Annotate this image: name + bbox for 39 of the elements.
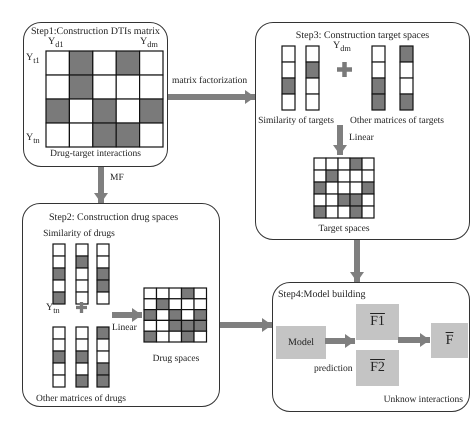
edge-label: prediction [313, 364, 354, 375]
step-panel [23, 22, 168, 167]
panel-heading: Step4:Model building [278, 289, 366, 300]
node-label: Model [288, 336, 314, 350]
node-label: Similarity of targets [258, 116, 334, 127]
node-label: F [446, 332, 454, 348]
panel-heading: Step3: Construction target spaces [296, 30, 430, 41]
step-panel [272, 282, 470, 412]
block-arrow [94, 167, 108, 203]
node-label: Other matrices of drugs [36, 394, 126, 405]
step-panel [22, 203, 220, 407]
block-arrow [168, 90, 255, 104]
block-arrow [220, 318, 272, 332]
model-box [356, 304, 399, 340]
block-arrow [325, 334, 355, 348]
node-label: Drug spaces [152, 354, 200, 365]
matrix-index-label: Y$_{dm}$ [140, 36, 158, 50]
matrix-index-label: Y$_{tn}$ [26, 132, 40, 146]
model-box [431, 323, 468, 358]
panel-caption: Unknow interactions [384, 395, 463, 406]
matrix-index-label: Y$_{tn}$ [46, 302, 60, 316]
block-arrow [350, 240, 364, 282]
matrix-index-label: Y$_{dm}$ [333, 40, 351, 54]
model-box [276, 326, 326, 359]
block-arrow [398, 333, 430, 347]
node-label: Similarity of drugs [43, 229, 115, 240]
node-label: Other matrices of targets [350, 116, 444, 127]
node-label: Target spaces [318, 224, 370, 235]
step-panel [255, 22, 470, 240]
matrix-index-label: Y$_{t1}$ [26, 52, 40, 66]
model-box [356, 350, 399, 386]
panel-heading: Step2: Construction drug spaces [49, 212, 178, 223]
block-arrow [112, 308, 142, 322]
block-arrow [333, 125, 347, 155]
panel-heading: Step1:Construction DTIs matrix [31, 26, 160, 37]
panel-caption: Drug-target interactions [50, 149, 141, 160]
matrix-index-label: Y$_{d1}$ [48, 36, 64, 50]
node-label: F2 [370, 360, 385, 376]
node-label: F1 [370, 314, 385, 330]
